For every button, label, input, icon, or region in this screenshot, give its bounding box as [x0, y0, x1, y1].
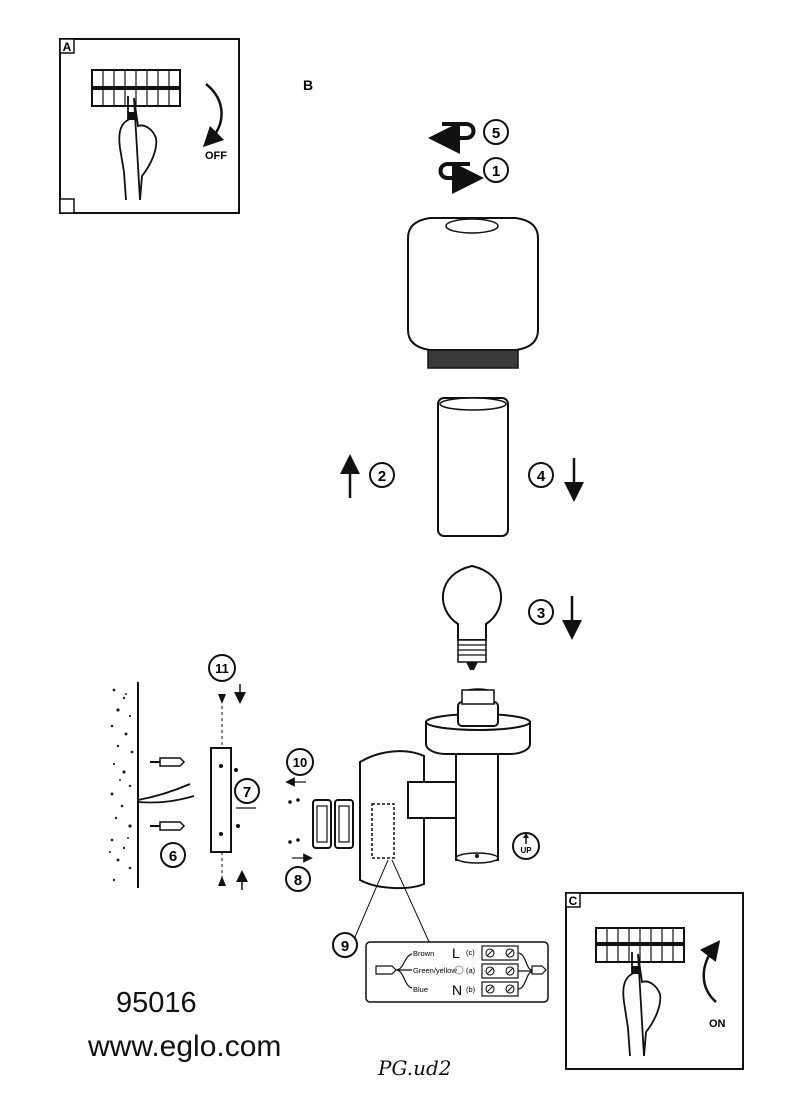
up-marker-label: UP	[520, 846, 532, 855]
panel-a: A OFF	[59, 38, 240, 214]
panel-c: C ON	[565, 892, 744, 1070]
wall-section	[108, 682, 139, 888]
terminal-l-label: L	[452, 945, 460, 961]
breaker-box-icon	[91, 69, 181, 107]
svg-text:7: 7	[243, 784, 251, 801]
model-number: 95016	[116, 987, 197, 1019]
svg-text:2: 2	[378, 468, 386, 485]
svg-text:3: 3	[537, 605, 545, 622]
wire-brown-label: Brown	[413, 949, 434, 958]
step-2-badge: 2	[369, 462, 395, 488]
up-marker-icon: UP	[512, 832, 540, 860]
mains-cable	[137, 783, 195, 804]
step-4-badge: 4	[528, 462, 554, 488]
website-link[interactable]: www.eglo.com	[88, 1030, 282, 1063]
step-6-badge: 6	[160, 842, 186, 868]
hand-icon	[622, 952, 662, 1057]
step-3-badge: 3	[528, 599, 554, 625]
on-label: ON	[709, 1018, 726, 1030]
terminal-n-label: N	[452, 982, 462, 998]
mounting-bracket	[210, 684, 248, 890]
svg-text:(a): (a)	[466, 966, 476, 975]
rotate-icons	[428, 122, 484, 194]
signature: PG.ud2	[378, 1056, 452, 1080]
step-5-badge: 5	[483, 119, 509, 145]
svg-text:8: 8	[294, 872, 302, 889]
wire-blue-label: Blue	[413, 985, 428, 994]
rotate-counterclockwise-icon	[438, 162, 484, 194]
wire-green-yellow-label: Green/yellow	[413, 966, 457, 975]
step-10-badge: 10	[286, 748, 314, 776]
panel-b-label: B	[303, 77, 313, 93]
breaker-box-icon	[595, 927, 685, 963]
svg-text:10: 10	[293, 755, 307, 770]
svg-text:5: 5	[492, 125, 500, 142]
off-label: OFF	[205, 150, 227, 162]
svg-text:(b): (b)	[466, 985, 476, 994]
step-1-badge: 1	[483, 157, 509, 183]
panel-c-label: C	[569, 894, 578, 908]
step-11-badge: 11	[208, 654, 236, 682]
small-screws	[234, 768, 256, 828]
svg-text:(c): (c)	[466, 948, 475, 957]
curved-arrow-on-icon	[699, 940, 721, 1003]
panel-a-label: A	[63, 40, 72, 54]
step-7-badge: 7	[234, 778, 260, 804]
hand-icon	[118, 96, 158, 201]
svg-text:1: 1	[492, 163, 500, 180]
gasket-plates	[285, 777, 354, 863]
terminal-block-icon	[481, 945, 519, 997]
svg-text:9: 9	[341, 938, 349, 955]
curved-arrow-off-icon	[202, 83, 225, 148]
wall-plugs	[137, 757, 195, 831]
svg-text:6: 6	[169, 848, 177, 865]
lamp-shade	[407, 217, 539, 369]
wall-lamp-body	[359, 688, 531, 890]
wiring-diagram: Brown Green/yellow Blue L N (c) (a) (b)	[365, 941, 549, 1003]
rotate-clockwise-icon	[428, 122, 476, 154]
svg-text:4: 4	[537, 468, 546, 485]
svg-text:11: 11	[215, 661, 229, 676]
step-9-badge: 9	[332, 932, 358, 958]
light-bulb-icon	[442, 564, 502, 670]
glass-cylinder	[437, 397, 509, 537]
step-8-badge: 8	[285, 866, 311, 892]
